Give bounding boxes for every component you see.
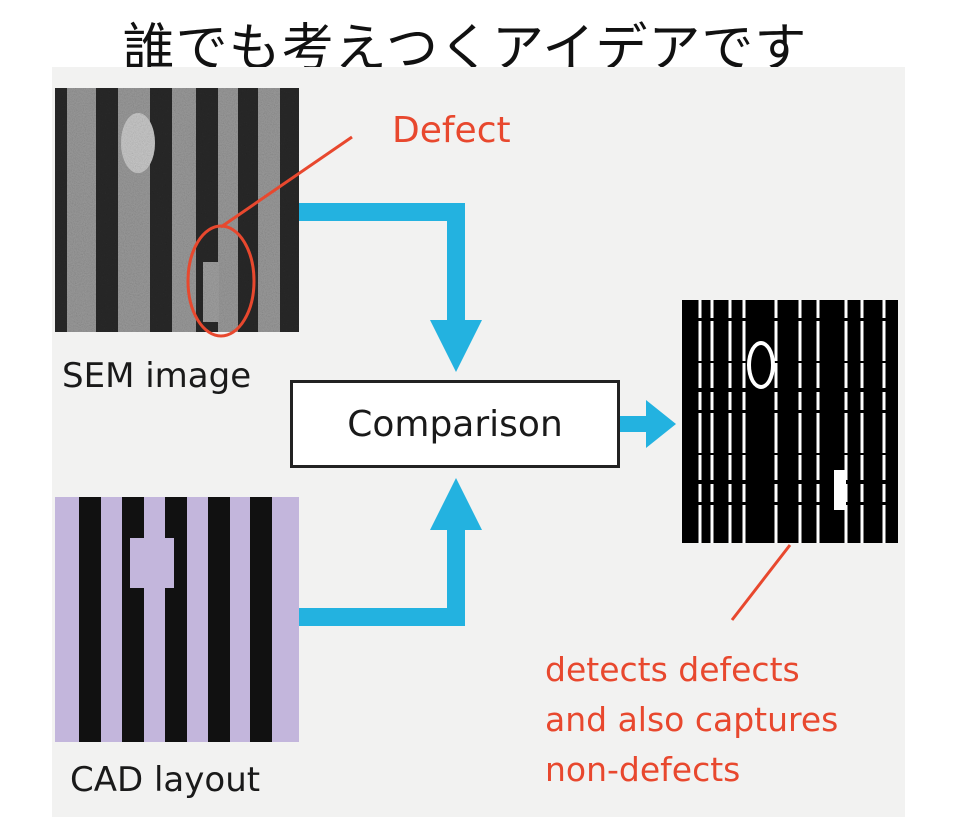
arrow-sem-to-comparison [299, 203, 482, 372]
sem-image-label: SEM image [62, 356, 252, 396]
arrow-cad-to-comparison [299, 478, 482, 626]
result-caption: detects defects and also captures non-de… [545, 645, 838, 795]
defect-annotation [186, 135, 353, 338]
result-image [682, 300, 898, 543]
comparison-label: Comparison [347, 403, 563, 445]
result-caption-line-2: and also captures [545, 700, 839, 739]
cad-layout [55, 497, 299, 742]
defect-label: Defect [392, 110, 511, 151]
cad-pad [130, 538, 174, 588]
result-annotation-line [730, 544, 792, 621]
arrow-comparison-to-result [620, 400, 676, 448]
sem-defect-blob [121, 113, 155, 173]
cad-layout-label: CAD layout [70, 760, 261, 800]
result-caption-line-3: non-defects [545, 750, 741, 789]
result-caption-line-1: detects defects [545, 650, 800, 689]
sem-image [55, 88, 299, 332]
comparison-box: Comparison [290, 380, 620, 468]
